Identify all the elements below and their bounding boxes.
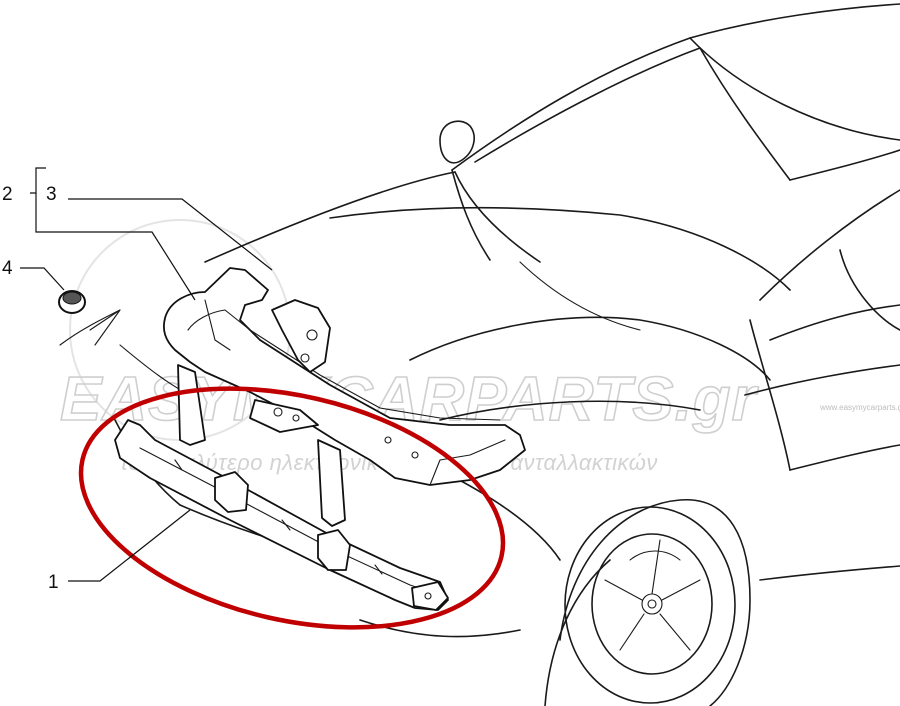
upper-crossmember (162, 267, 526, 527)
nut-part (58, 290, 86, 314)
callout-2: 2 (2, 184, 13, 205)
callout-4: 4 (2, 258, 13, 279)
front-wheel (564, 506, 736, 704)
watermark-corner: www.easymycarparts.gr (819, 403, 900, 412)
bumper-reinforcement (114, 419, 449, 611)
callouts: 1 2 3 4 (2, 184, 59, 593)
callout-3: 3 (46, 184, 57, 205)
leader-lines (20, 167, 273, 582)
callout-1: 1 (48, 572, 59, 593)
highlight-ellipse (78, 386, 506, 630)
